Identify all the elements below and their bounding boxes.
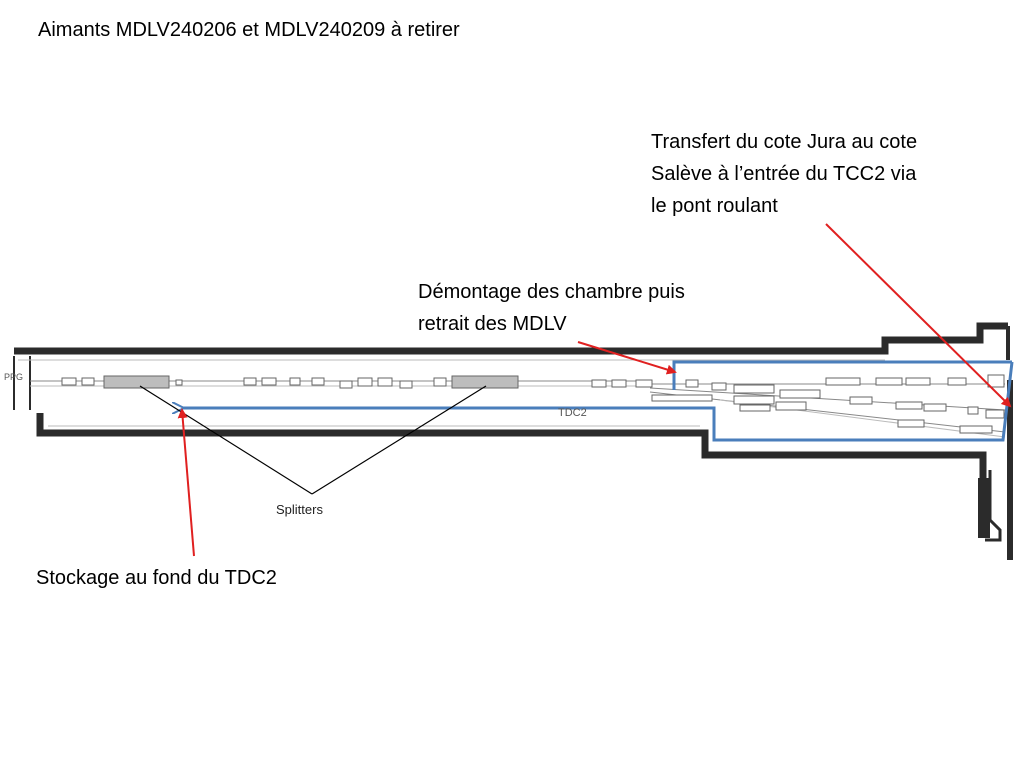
transfert-line-1: Transfert du cote Jura au cote (651, 131, 918, 153)
tunnel-walls (14, 322, 1008, 488)
splitters-pointers (139, 385, 487, 495)
transfert-annotation: Transfert du cote Jura au cote Salève à … (651, 126, 917, 222)
page-title: Aimants MDLV240206 et MDLV240209 à retir… (38, 19, 460, 41)
far-right-column (1007, 380, 1013, 560)
stockage-annotation: Stockage au fond du TDC2 (36, 567, 277, 589)
arrow-stockage (177, 408, 195, 557)
transfer-route (182, 360, 1014, 442)
upper-wall (14, 322, 1008, 355)
beamline-elements (61, 374, 1005, 434)
route-path (182, 361, 1014, 442)
tunnel-label: TDC2 (558, 407, 587, 419)
right-block (978, 478, 990, 538)
transfert-line-2: Salève à l’entrée du TCC2 via (651, 163, 917, 185)
splitter-magnet-1 (103, 375, 170, 389)
arrow-transfert (825, 223, 1012, 408)
red-arrows (177, 223, 1012, 557)
transfert-line-3: le pont roulant (651, 195, 778, 217)
demontage-line-1: Démontage des chambre puis (418, 281, 685, 303)
demontage-annotation: Démontage des chambre puis retrait des M… (418, 276, 685, 340)
arrow-demontage (577, 341, 677, 375)
lower-wall (36, 413, 987, 488)
demontage-line-2: retrait des MDLV (418, 313, 567, 335)
splitter-magnet-2 (451, 375, 519, 389)
route-top (672, 360, 1012, 390)
splitters-label: Splitters (276, 502, 323, 517)
ppg-label: PPG (4, 372, 23, 382)
